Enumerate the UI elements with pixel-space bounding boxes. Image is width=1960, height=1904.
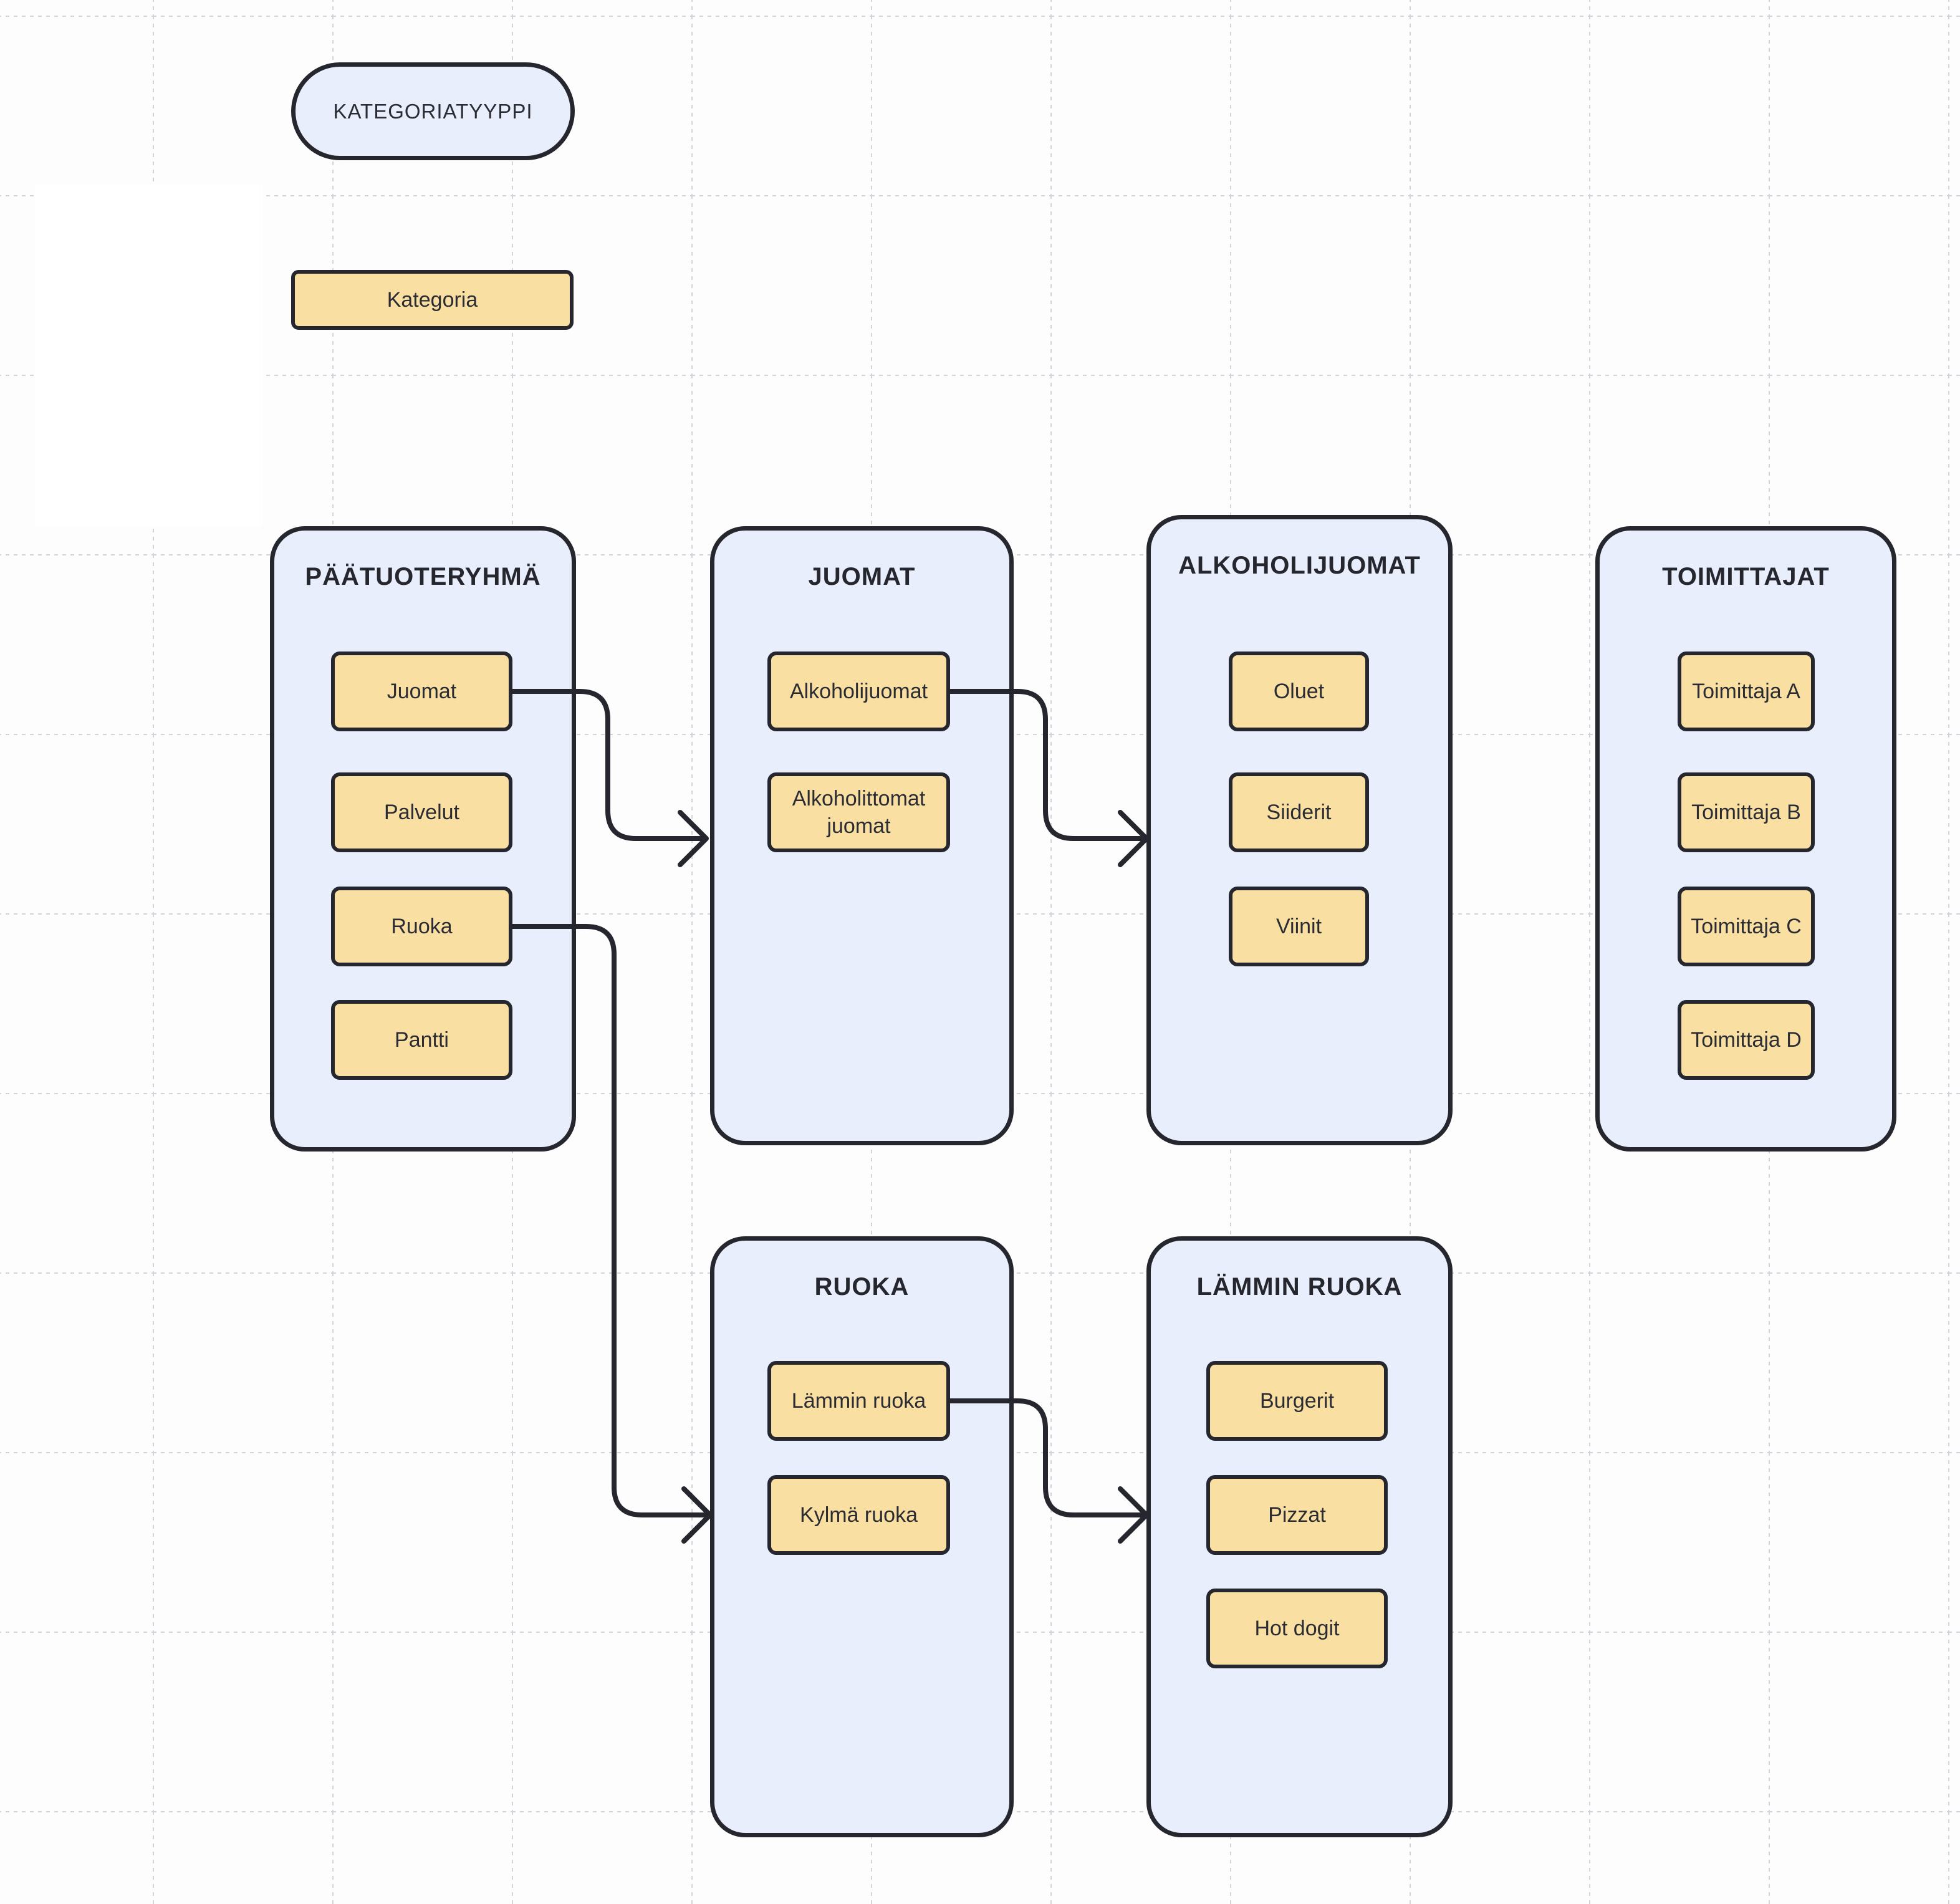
category-label: Palvelut: [384, 801, 459, 824]
group-title: RUOKA: [814, 1273, 910, 1301]
group-title: PÄÄTUOTERYHMÄ: [305, 563, 541, 590]
category-box-oluet[interactable]: Oluet: [1229, 651, 1369, 731]
legend-category-box[interactable]: Kategoria: [291, 270, 574, 330]
category-box-pantti[interactable]: Pantti: [331, 1000, 512, 1080]
category-box-palvelut[interactable]: Palvelut: [331, 772, 512, 852]
category-label: Pantti: [395, 1028, 449, 1052]
category-label: Kylmä ruoka: [800, 1503, 918, 1527]
category-label: Oluet: [1273, 680, 1325, 703]
category-box-viinit[interactable]: Viinit: [1229, 887, 1369, 966]
arrowhead-icon: [678, 810, 709, 867]
category-box-siiderit[interactable]: Siiderit: [1229, 772, 1369, 852]
category-box-kylma-ruoka[interactable]: Kylmä ruoka: [767, 1475, 950, 1555]
arrow-alkoholijuomat-to-group-alkoholijuomat[interactable]: [948, 689, 1149, 867]
category-box-pizzat[interactable]: Pizzat: [1206, 1475, 1388, 1555]
arrowhead-icon: [1118, 1486, 1149, 1544]
category-box-ruoka[interactable]: Ruoka: [331, 887, 512, 966]
group-title: LÄMMIN RUOKA: [1196, 1273, 1403, 1301]
category-label: Toimittaja D: [1691, 1028, 1802, 1052]
category-label: Viinit: [1275, 915, 1322, 938]
category-label: Toimittaja A: [1692, 680, 1800, 703]
arrowhead-icon: [1118, 810, 1149, 867]
legend-category-label: Kategoria: [387, 287, 478, 312]
category-label: Lämmin ruoka: [791, 1389, 926, 1413]
legend-category-type-label: KATEGORIATYYPPI: [333, 99, 533, 123]
category-box-toimittaja-c[interactable]: Toimittaja C: [1678, 887, 1815, 966]
category-label: Hot dogit: [1254, 1617, 1340, 1640]
category-box-hot-dogit[interactable]: Hot dogit: [1206, 1589, 1388, 1668]
group-lammin-ruoka[interactable]: LÄMMIN RUOKA Burgerit Pizzat Hot dogit: [1146, 1236, 1453, 1837]
category-label: Juomat: [387, 680, 457, 703]
grid-mask: [35, 184, 262, 526]
category-box-toimittaja-d[interactable]: Toimittaja D: [1678, 1000, 1815, 1080]
group-title: JUOMAT: [808, 563, 916, 590]
legend-category-type-pill[interactable]: KATEGORIATYYPPI: [291, 62, 575, 160]
group-juomat[interactable]: JUOMAT Alkoholijuomat Alkoholittomat juo…: [710, 526, 1014, 1145]
group-ruoka[interactable]: RUOKA Lämmin ruoka Kylmä ruoka: [710, 1236, 1014, 1837]
group-title: TOIMITTAJAT: [1662, 563, 1830, 590]
group-title: ALKOHOLIJUOMAT: [1178, 552, 1421, 579]
category-label: Pizzat: [1268, 1503, 1326, 1527]
category-label: Alkoholittomat juomat: [792, 787, 926, 838]
category-box-toimittaja-a[interactable]: Toimittaja A: [1678, 651, 1815, 731]
category-label: Toimittaja C: [1691, 915, 1802, 938]
category-box-alkoholittomat-juomat[interactable]: Alkoholittomat juomat: [767, 772, 950, 852]
category-box-burgerit[interactable]: Burgerit: [1206, 1361, 1388, 1441]
category-box-toimittaja-b[interactable]: Toimittaja B: [1678, 772, 1815, 852]
group-alkoholijuomat[interactable]: ALKOHOLIJUOMAT Oluet Siiderit Viinit: [1146, 515, 1453, 1145]
group-paatuoteryhma[interactable]: PÄÄTUOTERYHMÄ Juomat Palvelut Ruoka Pant…: [270, 526, 576, 1152]
category-box-juomat[interactable]: Juomat: [331, 651, 512, 731]
arrowhead-icon: [681, 1486, 713, 1544]
group-toimittajat[interactable]: TOIMITTAJAT Toimittaja A Toimittaja B To…: [1595, 526, 1896, 1152]
category-label: Siiderit: [1266, 801, 1332, 824]
category-label: Alkoholijuomat: [789, 680, 928, 703]
arrow-juomat-to-group-juomat[interactable]: [510, 689, 709, 867]
category-label: Burgerit: [1259, 1389, 1335, 1413]
category-label: Ruoka: [391, 915, 453, 938]
arrow-ruoka-to-group-ruoka[interactable]: [510, 924, 713, 1544]
category-box-lammin-ruoka[interactable]: Lämmin ruoka: [767, 1361, 950, 1441]
category-label: Toimittaja B: [1691, 801, 1801, 824]
arrow-lammin-ruoka-to-group-lammin-ruoka[interactable]: [948, 1398, 1149, 1544]
